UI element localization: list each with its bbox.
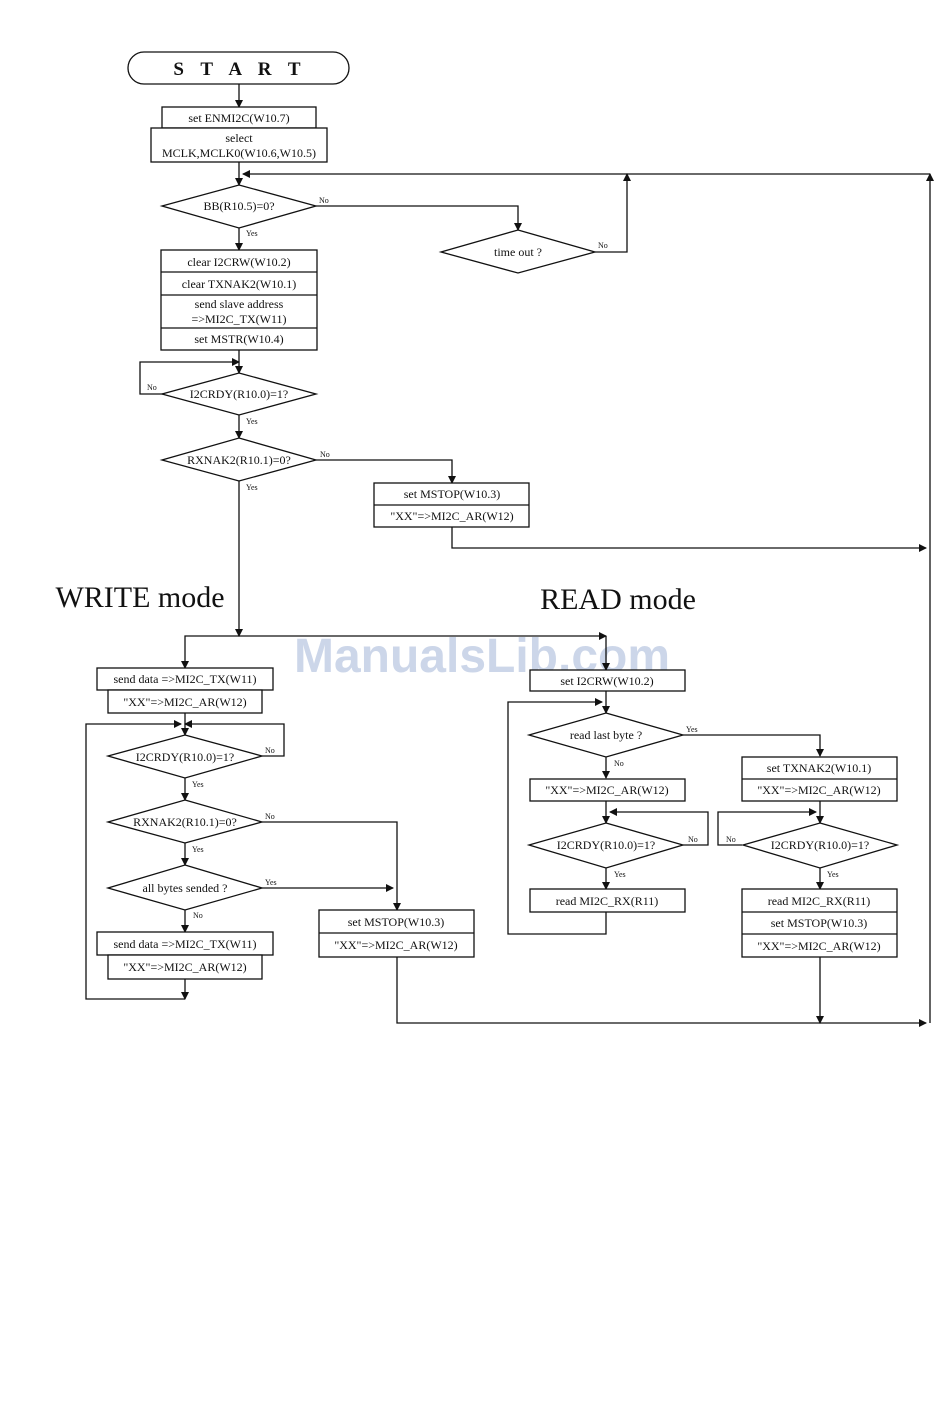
read-i2crdy-no-label: No bbox=[688, 835, 698, 844]
read-xx-ar-box: "XX"=>MI2C_AR(W12) bbox=[529, 778, 686, 802]
set-mstop-label: set MSTOP(W10.3) bbox=[404, 487, 500, 501]
select-label: select bbox=[225, 131, 253, 145]
write-send-data2-label: send data =>MI2C_TX(W11) bbox=[113, 937, 256, 951]
read-lastbyte-decision: read last byte ? Yes No bbox=[526, 712, 698, 768]
bb-no-label: No bbox=[319, 196, 329, 205]
timeout-label: time out ? bbox=[494, 245, 542, 259]
read-mode-title: READ mode bbox=[540, 583, 696, 616]
connectors bbox=[85, 84, 934, 1027]
read-xx-ar3-label: "XX"=>MI2C_AR(W12) bbox=[757, 939, 880, 953]
start-label: S T A R T bbox=[173, 59, 306, 80]
clear-i2crw-label: clear I2CRW(W10.2) bbox=[187, 255, 290, 269]
write-i2crdy-no-label: No bbox=[265, 746, 275, 755]
start-terminal: S T A R T bbox=[127, 51, 350, 85]
read-i2crdy-label: I2CRDY(R10.0)=1? bbox=[557, 838, 655, 852]
bb-label: BB(R10.5)=0? bbox=[203, 199, 274, 213]
write-xx-ar3-label: "XX"=>MI2C_AR(W12) bbox=[334, 938, 457, 952]
read-rx-box: read MI2C_RX(R11) bbox=[529, 888, 686, 913]
select-mclk-label: MCLK,MCLK0(W10.6,W10.5) bbox=[162, 146, 316, 160]
read-set-txnak2-label: set TXNAK2(W10.1) bbox=[767, 761, 871, 775]
read-i2crdy2-label: I2CRDY(R10.0)=1? bbox=[771, 838, 869, 852]
write-rxnak2-decision: RXNAK2(R10.1)=0? No Yes bbox=[105, 799, 275, 854]
read-set-i2crw-label: set I2CRW(W10.2) bbox=[560, 674, 653, 688]
write-rxnak2-no-label: No bbox=[265, 812, 275, 821]
read-rx-label: read MI2C_RX(R11) bbox=[556, 894, 659, 908]
write-set-mstop-label: set MSTOP(W10.3) bbox=[348, 915, 444, 929]
timeout-decision: time out ? No bbox=[438, 229, 608, 274]
write-allbytes-no-label: No bbox=[193, 911, 203, 920]
set-mstr-label: set MSTR(W10.4) bbox=[194, 332, 283, 346]
read-i2crdy2-decision: I2CRDY(R10.0)=1? No Yes bbox=[726, 822, 900, 879]
read-i2crdy2-yes-label: Yes bbox=[827, 870, 839, 879]
send-slave-tx-label: =>MI2C_TX(W11) bbox=[191, 312, 286, 326]
read-lastbyte-no-label: No bbox=[614, 759, 624, 768]
read-final-stack: read MI2C_RX(R11) set MSTOP(W10.3) "XX"=… bbox=[741, 888, 898, 958]
i2crdy-decision: I2CRDY(R10.0)=1? No Yes bbox=[147, 372, 319, 426]
clear-txnak2-label: clear TXNAK2(W10.1) bbox=[182, 277, 296, 291]
write-send-data-label: send data =>MI2C_TX(W11) bbox=[113, 672, 256, 686]
set-enmi2c-label: set ENMI2C(W10.7) bbox=[188, 111, 289, 125]
read-rx2-label: read MI2C_RX(R11) bbox=[768, 894, 871, 908]
write-xx-ar2-label: "XX"=>MI2C_AR(W12) bbox=[123, 960, 246, 974]
read-xx-ar-label: "XX"=>MI2C_AR(W12) bbox=[545, 783, 668, 797]
read-i2crdy-decision: I2CRDY(R10.0)=1? No Yes bbox=[526, 822, 698, 879]
xx-ar-label: "XX"=>MI2C_AR(W12) bbox=[390, 509, 513, 523]
write-allbytes-yes-label: Yes bbox=[265, 878, 277, 887]
read-lastbyte-yes-label: Yes bbox=[686, 725, 698, 734]
write-allbytes-label: all bytes sended ? bbox=[143, 881, 228, 895]
read-txnak2-stack: set TXNAK2(W10.1) "XX"=>MI2C_AR(W12) bbox=[741, 756, 898, 802]
write-allbytes-decision: all bytes sended ? Yes No bbox=[105, 864, 277, 920]
rxnak2-decision: RXNAK2(R10.1)=0? No Yes bbox=[159, 437, 330, 492]
rxnak2-label: RXNAK2(R10.1)=0? bbox=[187, 453, 291, 467]
write-send-data-stack: send data =>MI2C_TX(W11) "XX"=>MI2C_AR(W… bbox=[96, 667, 274, 714]
rxnak2-yes-label: Yes bbox=[246, 483, 258, 492]
write-i2crdy-decision: I2CRDY(R10.0)=1? No Yes bbox=[105, 734, 275, 789]
read-xx-ar2-label: "XX"=>MI2C_AR(W12) bbox=[757, 783, 880, 797]
init-transfer-stack: clear I2CRW(W10.2) clear TXNAK2(W10.1) s… bbox=[160, 249, 318, 351]
rxnak2-no-label: No bbox=[320, 450, 330, 459]
write-xx-ar-label: "XX"=>MI2C_AR(W12) bbox=[123, 695, 246, 709]
abort-stop-stack: set MSTOP(W10.3) "XX"=>MI2C_AR(W12) bbox=[373, 482, 530, 528]
read-i2crdy-yes-label: Yes bbox=[614, 870, 626, 879]
i2crdy-label: I2CRDY(R10.0)=1? bbox=[190, 387, 288, 401]
read-set-i2crw-box: set I2CRW(W10.2) bbox=[529, 669, 686, 692]
read-i2crdy2-no-label: No bbox=[726, 835, 736, 844]
select-mclk-box: select MCLK,MCLK0(W10.6,W10.5) bbox=[150, 127, 328, 163]
bb-yes-label: Yes bbox=[246, 229, 258, 238]
i2crdy-yes-label: Yes bbox=[246, 417, 258, 426]
write-rxnak2-label: RXNAK2(R10.1)=0? bbox=[133, 815, 237, 829]
write-stop-stack: set MSTOP(W10.3) "XX"=>MI2C_AR(W12) bbox=[318, 909, 475, 958]
bb-decision: BB(R10.5)=0? No Yes bbox=[159, 184, 329, 238]
i2crdy-no-label: No bbox=[147, 383, 157, 392]
set-enmi2c-box: set ENMI2C(W10.7) bbox=[161, 106, 317, 129]
read-set-mstop-label: set MSTOP(W10.3) bbox=[771, 916, 867, 930]
write-rxnak2-yes-label: Yes bbox=[192, 845, 204, 854]
write-i2crdy-yes-label: Yes bbox=[192, 780, 204, 789]
read-lastbyte-label: read last byte ? bbox=[570, 728, 642, 742]
write-send-data2-stack: send data =>MI2C_TX(W11) "XX"=>MI2C_AR(W… bbox=[96, 931, 274, 980]
write-i2crdy-label: I2CRDY(R10.0)=1? bbox=[136, 750, 234, 764]
write-mode-title: WRITE mode bbox=[55, 581, 224, 614]
timeout-no-label: No bbox=[598, 241, 608, 250]
send-slave-label: send slave address bbox=[195, 297, 284, 311]
